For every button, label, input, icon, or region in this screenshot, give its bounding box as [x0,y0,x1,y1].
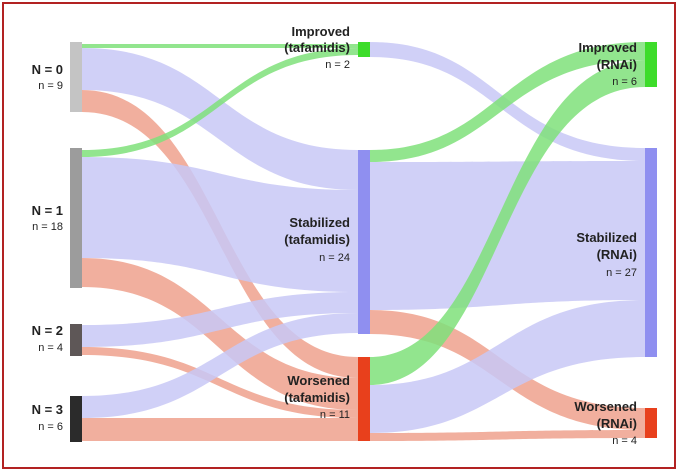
node-n2-title: N = 2 [32,323,63,338]
node-stabilized-rnai-line2: (RNAi) [597,247,637,262]
flow-n2-to-worsened-tafamidis [82,347,358,418]
node-worsened-rnai-bar [645,408,657,438]
flow-worsened-tafamidis-to-stabilized-rnai [370,300,645,433]
node-stabilized-tafamidis-line1: Stabilized [289,215,350,230]
node-n0-count: n = 9 [38,80,63,92]
node-stabilized-rnai-line1: Stabilized [576,230,637,245]
node-n3-title: N = 3 [32,402,63,417]
node-n2-count: n = 4 [38,342,63,354]
flow-n1-to-improved-tafamidis [82,48,358,157]
node-n0-bar [70,42,82,112]
sankey-labels: N = 0 n = 9 N = 1 n = 18 N = 2 n = 4 N =… [32,24,637,447]
node-stabilized-rnai-count: n = 27 [606,267,637,279]
node-improved-rnai-line2: (RNAi) [597,57,637,72]
sankey-flows [82,42,645,441]
flow-n0-to-improved-tafamidis [82,44,358,48]
node-n1-bar [70,148,82,288]
node-worsened-tafamidis-bar [358,357,370,441]
flow-n1-to-stabilized-tafamidis [82,157,358,292]
node-n1-title: N = 1 [32,203,63,218]
node-stabilized-tafamidis-count: n = 24 [319,252,350,264]
flow-stabilized-tafamidis-to-improved-rnai [370,42,645,162]
node-worsened-rnai-line2: (RNAi) [597,416,637,431]
node-n1-count: n = 18 [32,221,63,233]
node-improved-tafamidis-count: n = 2 [325,59,350,71]
flow-worsened-tafamidis-to-improved-rnai [370,60,645,385]
flow-n3-to-worsened-tafamidis [82,418,358,441]
node-worsened-rnai-line1: Worsened [574,399,637,414]
node-improved-rnai-line1: Improved [578,40,637,55]
sankey-nodes [70,42,657,442]
node-worsened-tafamidis-line1: Worsened [287,373,350,388]
node-worsened-tafamidis-line2: (tafamidis) [284,390,350,405]
node-improved-tafamidis-line2: (tafamidis) [284,40,350,55]
node-n3-count: n = 6 [38,421,63,433]
node-improved-tafamidis-bar [358,42,370,57]
flow-n3-to-stabilized-tafamidis [82,313,358,418]
node-worsened-tafamidis-count: n = 11 [320,409,350,421]
node-n3-bar [70,396,82,442]
node-stabilized-tafamidis-bar [358,150,370,334]
flow-n0-to-stabilized-tafamidis [82,48,358,190]
node-n0-title: N = 0 [32,62,63,77]
node-improved-rnai-count: n = 6 [612,76,637,88]
node-stabilized-rnai-bar [645,148,657,357]
flow-n1-to-worsened-tafamidis [82,258,358,410]
flow-stabilized-tafamidis-to-stabilized-rnai [370,161,645,310]
node-stabilized-tafamidis-line2: (tafamidis) [284,232,350,247]
node-n2-bar [70,324,82,356]
node-improved-rnai-bar [645,42,657,87]
node-improved-tafamidis-line1: Improved [291,24,350,39]
node-worsened-rnai-count: n = 4 [612,435,637,447]
flow-n2-to-stabilized-tafamidis [82,292,358,347]
flow-worsened-tafamidis-to-worsened-rnai [370,430,645,441]
